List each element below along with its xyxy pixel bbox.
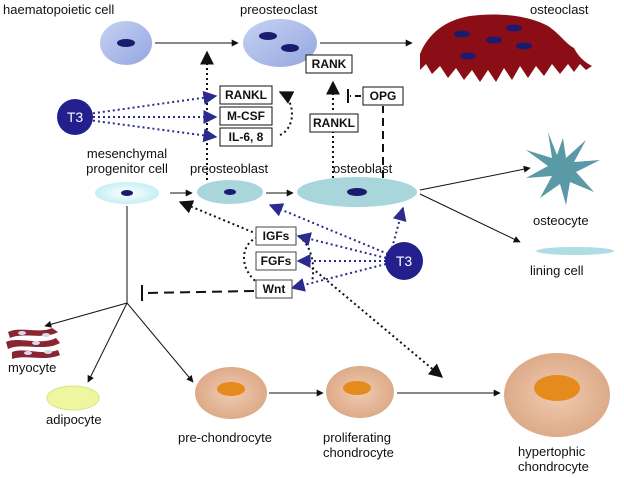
preosteoclast-cell xyxy=(243,19,317,67)
arrow-to-pre-chondrocyte xyxy=(126,302,194,383)
arrow-factors-to-preosteoblast xyxy=(178,200,263,237)
label-preosteoclast: preosteoclast xyxy=(240,2,318,17)
osteocyte-cell xyxy=(526,132,600,205)
label-proliferating-1: proliferating xyxy=(323,430,391,445)
label-mesenchymal-2: progenitor cell xyxy=(86,161,168,176)
factor-box-opg: OPG xyxy=(362,86,404,106)
arrow-osteoblast-to-lining-cell xyxy=(419,193,521,243)
arrow-to-adipocyte xyxy=(87,302,128,383)
arrow-to-myocyte xyxy=(44,302,128,328)
t3-arrows xyxy=(87,90,407,292)
svg-text:T3: T3 xyxy=(67,109,84,125)
t3-arrow-il xyxy=(87,119,218,143)
t3-left: T3 xyxy=(57,99,93,135)
lining-cell xyxy=(536,247,614,255)
svg-text:OPG: OPG xyxy=(370,89,397,103)
svg-text:Wnt: Wnt xyxy=(263,282,286,296)
line-wnt-inhibit xyxy=(144,290,255,294)
label-proliferating-2: chondrocyte xyxy=(323,445,394,460)
factor-box-wnt: Wnt xyxy=(255,279,293,299)
mesenchymal-progenitor-cell xyxy=(95,182,159,204)
arrow-osteoblast-to-osteocyte xyxy=(419,165,531,191)
svg-text:FGFs: FGFs xyxy=(261,254,292,268)
label-hypertrophic-1: hypertophic xyxy=(518,444,586,459)
proliferating-chondrocyte-cell xyxy=(326,366,394,418)
t3-arrow-preosteoblast xyxy=(268,203,389,255)
t3-arrow-rankl xyxy=(87,90,218,115)
osteoclast-cell xyxy=(420,14,592,82)
label-osteocyte: osteocyte xyxy=(533,213,589,228)
lineage-arrows xyxy=(44,39,531,397)
label-osteoclast: osteoclast xyxy=(530,2,589,17)
arrow-factors-to-hypertrophic xyxy=(311,267,444,378)
factor-box-rank: RANK xyxy=(305,54,353,74)
factor-box-rankl-top: RANKL xyxy=(219,85,273,105)
factor-box-il: IL-6, 8 xyxy=(219,127,273,147)
svg-text:M-CSF: M-CSF xyxy=(227,109,265,123)
t3-arrow-igfs xyxy=(296,232,387,259)
label-mesenchymal-1: mesenchymal xyxy=(87,146,167,161)
preosteoblast-cell xyxy=(197,180,263,204)
svg-text:RANKL: RANKL xyxy=(225,88,267,102)
label-hypertrophic-2: chondrocyte xyxy=(518,459,589,474)
svg-text:IGFs: IGFs xyxy=(263,229,290,243)
arrow-factors-to-preosteoclast xyxy=(278,91,295,136)
svg-text:T3: T3 xyxy=(396,253,413,269)
label-osteoblast: osteoblast xyxy=(333,161,393,176)
label-myocyte: myocyte xyxy=(8,360,56,375)
myocyte-cells xyxy=(6,328,60,359)
label-preosteoblast: preosteoblast xyxy=(190,161,268,176)
label-lining-cell: lining cell xyxy=(530,263,584,278)
factor-box-rankl-osteoblast: RANKL xyxy=(309,113,359,133)
label-pre-chondrocyte: pre-chondrocyte xyxy=(178,430,272,445)
adipocyte-cell xyxy=(46,385,100,411)
inhibition-lines xyxy=(141,89,384,301)
label-adipocyte: adipocyte xyxy=(46,412,102,427)
t3-right: T3 xyxy=(385,242,423,280)
hypertrophic-chondrocyte-cell xyxy=(504,353,610,437)
pre-chondrocyte-cell xyxy=(195,367,267,419)
haematopoietic-cell xyxy=(100,21,152,65)
factor-box-igfs: IGFs xyxy=(255,226,297,246)
svg-text:RANKL: RANKL xyxy=(313,116,355,130)
osteoblast-cell xyxy=(297,177,417,207)
t3-arrow-wnt xyxy=(290,263,387,292)
svg-text:IL-6, 8: IL-6, 8 xyxy=(229,130,264,144)
t3-arrow-osteoblast xyxy=(391,206,407,249)
label-haematopoietic: haematopoietic cell xyxy=(3,2,114,17)
factor-box-fgfs: FGFs xyxy=(255,251,297,271)
svg-text:RANK: RANK xyxy=(312,57,347,71)
factor-box-mcsf: M-CSF xyxy=(219,106,273,126)
